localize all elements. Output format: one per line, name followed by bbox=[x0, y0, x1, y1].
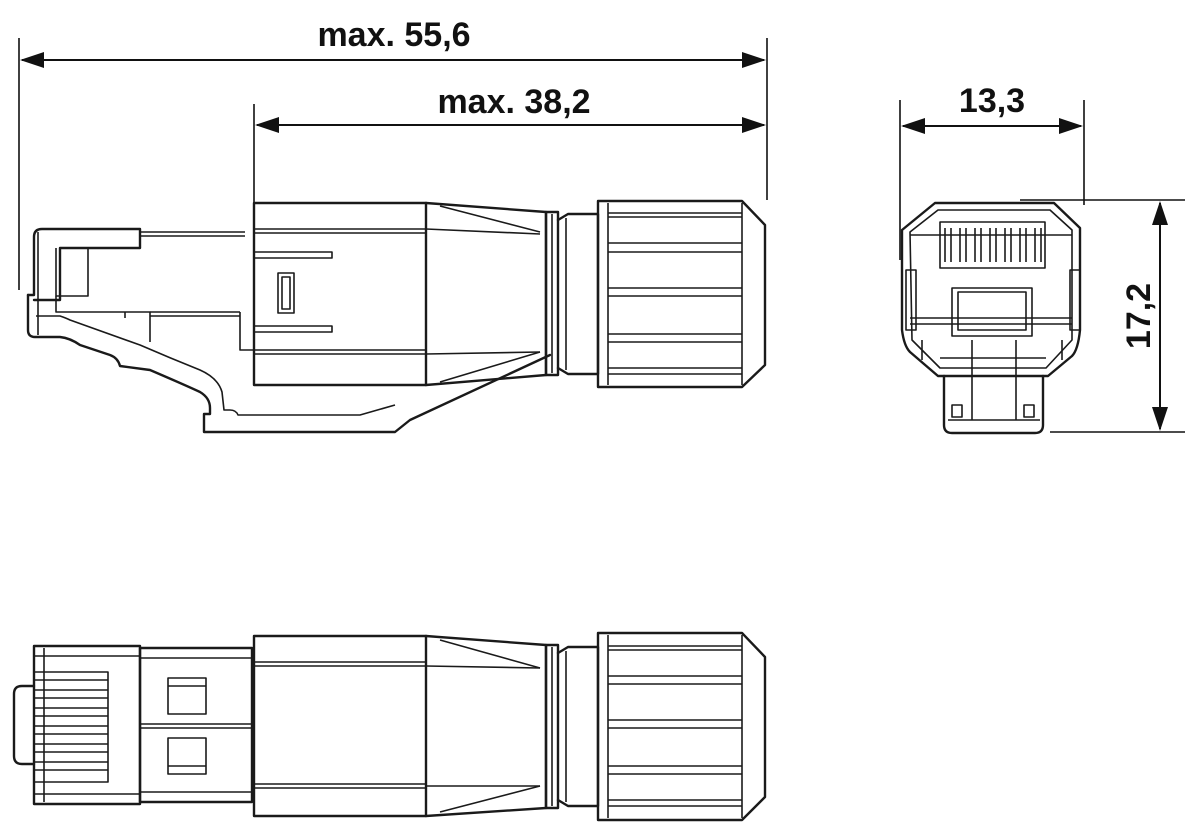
dimension-width: 13,3 bbox=[899, 82, 1085, 260]
dimension-height: 17,2 bbox=[1020, 199, 1185, 433]
top-view-nut-grooves bbox=[608, 645, 742, 807]
top-view-contacts bbox=[33, 671, 109, 783]
width-label: 13,3 bbox=[959, 82, 1025, 120]
side-view bbox=[26, 199, 767, 434]
dimension-overall-length: max. 55,6 bbox=[18, 16, 768, 290]
contact-pins bbox=[944, 228, 1042, 262]
body-length-label: max. 38,2 bbox=[437, 83, 590, 121]
front-view: 13,3 17,2 bbox=[899, 82, 1185, 435]
height-label: 17,2 bbox=[1120, 283, 1158, 349]
nut-grooves bbox=[608, 212, 742, 375]
overall-length-label: max. 55,6 bbox=[317, 16, 470, 54]
dimension-body-length: max. 38,2 bbox=[253, 83, 766, 210]
top-view bbox=[12, 631, 767, 822]
